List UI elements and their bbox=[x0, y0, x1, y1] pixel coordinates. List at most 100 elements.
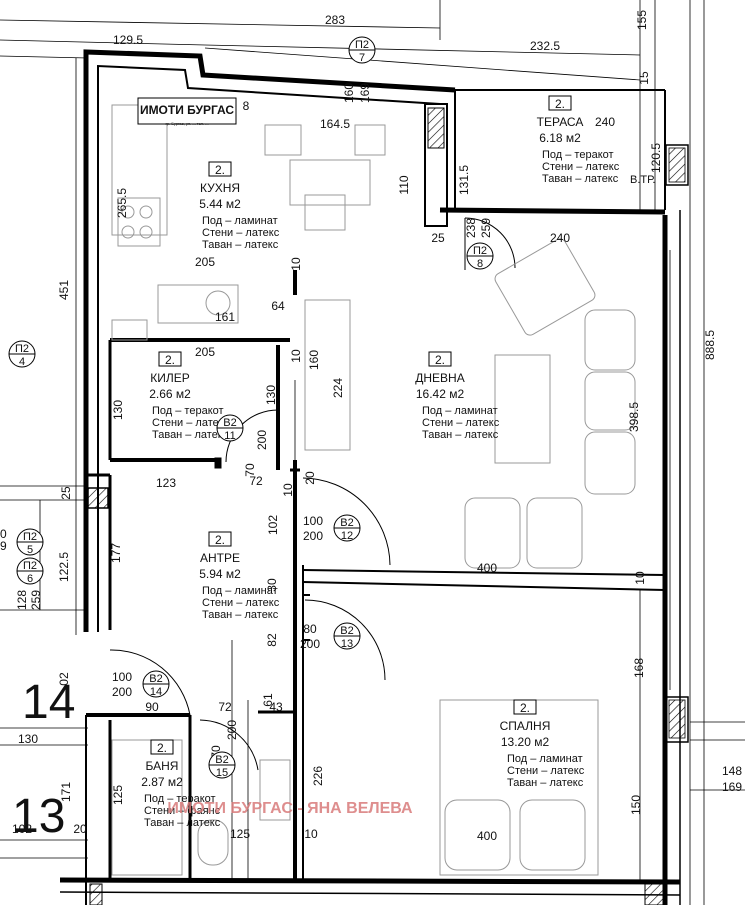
dimension-text: 400 bbox=[477, 561, 497, 575]
dimension-text: 110 bbox=[397, 175, 411, 194]
dimension-text: 226 bbox=[311, 766, 325, 786]
room-ceiling: Таван – латекс bbox=[507, 777, 584, 789]
dimension-text: 70 bbox=[243, 463, 257, 477]
dimension-text: 25 bbox=[431, 231, 445, 245]
dimension-text: 30 bbox=[265, 578, 279, 592]
room-walls: Стени – латекс bbox=[507, 765, 585, 777]
dimension-text: 240 bbox=[550, 231, 570, 245]
dimension-text: 125 bbox=[111, 785, 125, 805]
walls bbox=[59, 49, 689, 905]
dimension-text: 125 bbox=[230, 827, 250, 841]
apartment-number-14: 14 bbox=[22, 676, 75, 729]
symbol-top: В2 bbox=[215, 754, 228, 766]
dimension-text: 169 bbox=[358, 83, 372, 103]
dimension-text: 171 bbox=[59, 782, 73, 802]
dimension-text: 72 bbox=[249, 474, 263, 488]
room-walls: Стени – латекс bbox=[152, 417, 230, 429]
symbol-top: П2 bbox=[23, 560, 37, 572]
dimension-text: 259 bbox=[29, 590, 43, 610]
dimension-text: 10 bbox=[289, 349, 303, 363]
dimension-text: 10 bbox=[633, 571, 647, 585]
room-walls: Стени – латекс bbox=[422, 417, 500, 429]
room-area: 2.87 м2 bbox=[141, 775, 183, 789]
dimension-text: 161 bbox=[215, 310, 235, 324]
symbol-top: В2 bbox=[223, 417, 236, 429]
dimension-text: 259 bbox=[479, 218, 493, 238]
dimension-text: 200 bbox=[112, 685, 132, 699]
room-ceiling: Таван – латекс bbox=[202, 609, 279, 621]
room-number: 2. bbox=[215, 163, 225, 177]
room-name: КИЛЕР bbox=[150, 371, 190, 385]
dimension-text: 123 bbox=[156, 476, 176, 490]
symbol-top: П2 bbox=[355, 39, 369, 51]
dimension-text: 240 bbox=[595, 115, 615, 129]
dimension-text: 283 bbox=[325, 13, 345, 27]
room-area: 2.66 м2 bbox=[149, 387, 191, 401]
dimension-text: 398.5 bbox=[627, 402, 641, 432]
furniture bbox=[111, 104, 636, 876]
symbol-top: В2 bbox=[340, 517, 353, 529]
dimension-text: 122.5 bbox=[57, 552, 71, 582]
dimension-text: 72 bbox=[218, 700, 232, 714]
dimension-text: 90 bbox=[145, 700, 159, 714]
dimension-text: 200 bbox=[225, 720, 239, 740]
room-walls: Стени – латекс bbox=[202, 227, 280, 239]
dimension-text: 168 bbox=[632, 658, 646, 678]
dimension-text: 43 bbox=[269, 700, 283, 714]
dimension-text: 128 bbox=[15, 590, 29, 610]
dimension-text: 265.5 bbox=[115, 188, 129, 218]
room-name: БАНЯ bbox=[146, 759, 179, 773]
dimension-text: 25 bbox=[59, 486, 73, 500]
room-name: КУХНЯ bbox=[200, 181, 240, 195]
symbol-top: П2 bbox=[473, 245, 487, 257]
dimension-text: 160 bbox=[307, 350, 321, 370]
dimension-text: 888.5 bbox=[703, 330, 717, 360]
dimension-text: 130 bbox=[18, 732, 38, 746]
room-area: 5.94 м2 bbox=[199, 567, 241, 581]
room-number: 2. bbox=[435, 353, 445, 367]
symbol-marker: П27 bbox=[348, 36, 376, 64]
symbol-bottom: 11 bbox=[224, 430, 235, 442]
dimension-text: 102 bbox=[12, 822, 32, 836]
room-floor: Под – ламинат bbox=[202, 585, 278, 597]
room-name: АНТРЕ bbox=[200, 551, 240, 565]
room-number: 2. bbox=[555, 97, 565, 111]
dimension-text: 155 bbox=[635, 10, 649, 30]
dimension-text: 451 bbox=[57, 280, 71, 300]
dimension-text: 160 bbox=[342, 83, 356, 103]
dimension-text: 100 bbox=[112, 670, 132, 684]
dimension-text: 20 bbox=[303, 471, 317, 485]
logo-text: ИМОТИ БУРГАС bbox=[140, 103, 234, 117]
room-number: 2. bbox=[165, 353, 175, 367]
symbol-bottom: 7 bbox=[359, 52, 365, 64]
door-swings bbox=[109, 217, 516, 771]
dimension-text: 02 bbox=[57, 672, 71, 686]
dimension-text: 130 bbox=[264, 385, 278, 405]
room-area: 6.18 м2 bbox=[539, 131, 581, 145]
room-floor: Под – теракот bbox=[144, 793, 216, 805]
dimension-text: 131.5 bbox=[457, 165, 471, 195]
dimension-text: 80 bbox=[303, 622, 317, 636]
left-dim-a: 0 bbox=[0, 527, 7, 541]
room-name: СПАЛНЯ bbox=[500, 719, 551, 733]
dimension-text: 15 bbox=[637, 71, 651, 85]
room-walls: Стени – фаянс bbox=[144, 805, 221, 817]
dimension-text: 10 bbox=[281, 483, 295, 497]
room-floor: Под – ламинат bbox=[422, 405, 498, 417]
symbol-top: П2 bbox=[15, 343, 29, 355]
dimension-text: 205 bbox=[195, 345, 215, 359]
dimension-text: 164.5 bbox=[320, 117, 350, 131]
room-area: 5.44 м2 bbox=[199, 197, 241, 211]
symbol-bottom: 6 bbox=[27, 573, 33, 585]
